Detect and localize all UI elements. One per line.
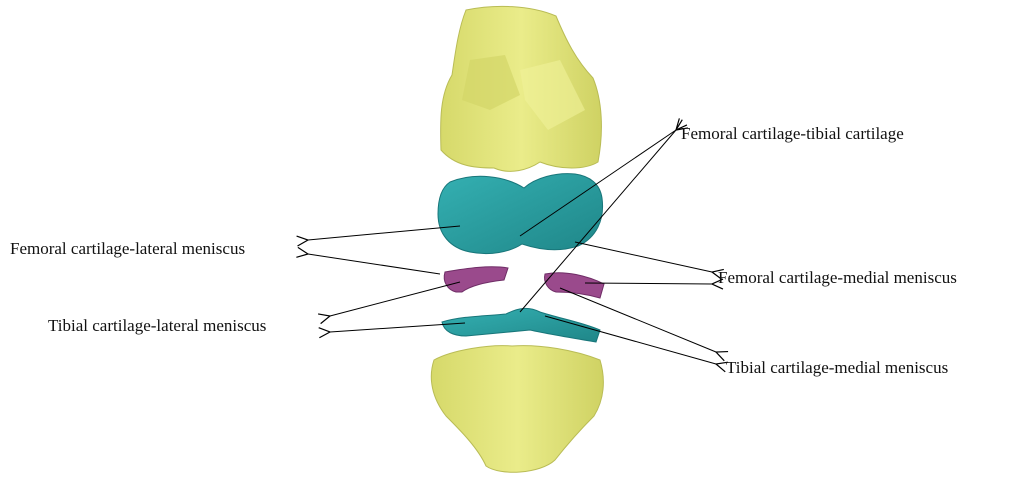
tibia-bone <box>431 346 603 473</box>
label-femoral-medial-meniscus: Femoral cartilage-medial meniscus <box>718 268 957 288</box>
leader-line <box>575 242 712 272</box>
lateral-meniscus <box>444 267 508 292</box>
label-femoral-tibial-cartilage: Femoral cartilage-tibial cartilage <box>681 124 904 144</box>
leader-line <box>308 254 440 274</box>
femoral-cartilage <box>438 174 603 254</box>
label-tibial-medial-meniscus: Tibial cartilage-medial meniscus <box>726 358 948 378</box>
label-femoral-lateral-meniscus: Femoral cartilage-lateral meniscus <box>10 239 245 259</box>
leader-line <box>308 226 460 240</box>
label-tibial-lateral-meniscus: Tibial cartilage-lateral meniscus <box>48 316 266 336</box>
leader-line <box>330 282 460 316</box>
